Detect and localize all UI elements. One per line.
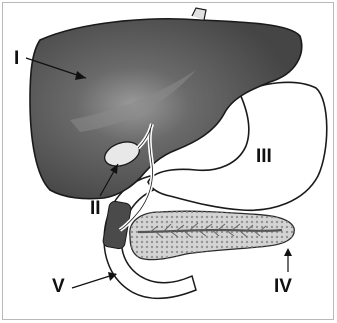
label-iii: III	[256, 146, 272, 167]
pancreas-shape	[130, 211, 294, 259]
label-ii: II	[90, 198, 101, 219]
label-i: I	[14, 48, 19, 69]
label-v: V	[52, 276, 65, 297]
label-iv: IV	[274, 276, 292, 297]
vessel-top	[192, 8, 206, 20]
arrowhead-iv	[284, 248, 292, 256]
